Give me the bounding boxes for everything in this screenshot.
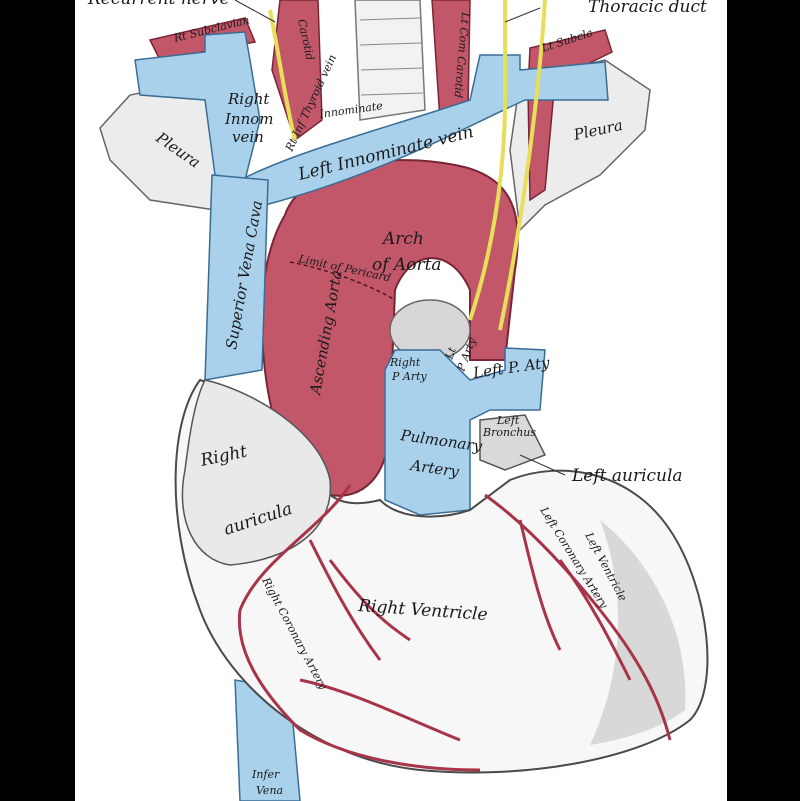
label-left-bronchus-line2: Bronchus: [482, 426, 536, 439]
label-right-p-artery-line1: Right: [389, 356, 421, 369]
label-left-auricula: Left auricula: [571, 466, 683, 486]
right-carotid-artery: [271, 0, 323, 142]
right-subclavian-artery: [148, 17, 257, 61]
label-right-innominate-vein-line3: vein: [232, 128, 264, 146]
left-auricula-pointer: [519, 454, 566, 476]
label-left-bronchus-line1: Left: [496, 414, 520, 427]
label-right-p-artery-line2: P Arty: [391, 370, 428, 383]
left-auricula-shape: [479, 414, 547, 471]
label-right-innominate-vein-line2: Innom: [224, 110, 274, 128]
right-innominate-vein-shape: [134, 31, 261, 181]
heart-shading: [590, 520, 686, 745]
label-inferior-vena-cava-line1: Infer: [251, 768, 280, 781]
label-arch-of-aorta-line2: of Aorta: [372, 255, 442, 275]
pulmonary-artery-shape: [384, 347, 546, 516]
label-arch-of-aorta-line1: Arch: [381, 229, 424, 249]
trachea: [354, 0, 426, 121]
nerves: [268, 0, 547, 331]
label-right-innominate-vein-line1: Right: [227, 90, 270, 108]
coronary-arteries: [237, 484, 672, 772]
thoracic-duct-pointer: [504, 7, 541, 23]
label-thoracic-duct: Thoracic duct: [588, 0, 707, 17]
superior-vena-cava-shape: [204, 174, 269, 381]
left-innominate-vein-shape: [238, 54, 609, 206]
recurrent-nerve-pointer: [234, 0, 276, 23]
label-inferior-vena-cava-line2: Vena: [256, 784, 283, 797]
right-auricula-shape: [181, 379, 332, 566]
label-left-p-artery-small-line1: Lt: [442, 345, 459, 362]
label-recurrent-nerve: Recurrent nerve: [87, 0, 230, 9]
